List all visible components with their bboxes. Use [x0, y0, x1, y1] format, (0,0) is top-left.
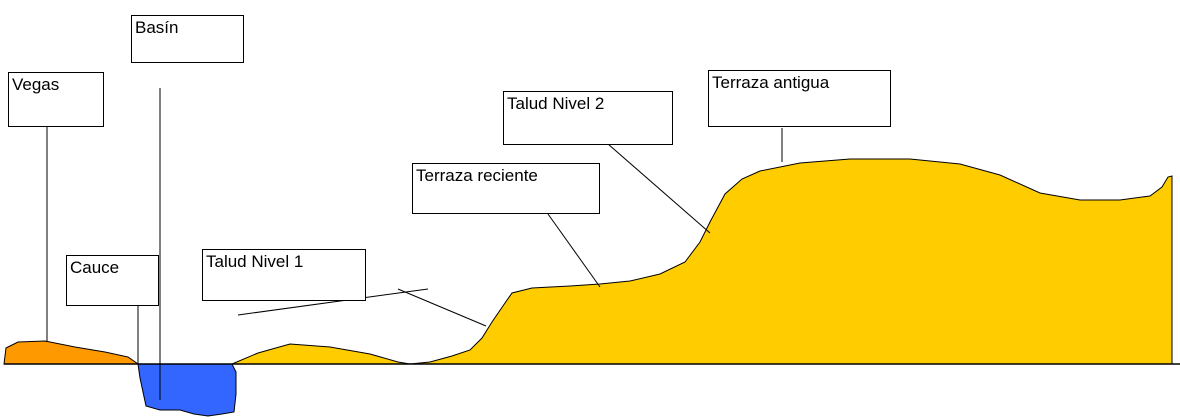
terraza-reciente-leader [547, 213, 601, 288]
channel-water [137, 363, 237, 417]
talud-nivel-2-label: Talud Nivel 2 [503, 91, 673, 145]
terraza-reciente-label: Terraza reciente [412, 163, 600, 214]
talud-nivel-1-label: Talud Nivel 1 [202, 249, 366, 301]
cauce-label: Cauce [66, 255, 159, 306]
vegas-deposit [3, 340, 140, 365]
basin-label: Basín [131, 15, 244, 63]
talud-2-leader [607, 143, 711, 234]
vegas-label: Vegas [8, 72, 104, 127]
talud-1-leader-b [397, 288, 487, 327]
talud-1-leader-a [237, 288, 429, 316]
terrain-profile [231, 158, 1173, 365]
terraza-antigua-label: Terraza antigua [708, 70, 891, 127]
